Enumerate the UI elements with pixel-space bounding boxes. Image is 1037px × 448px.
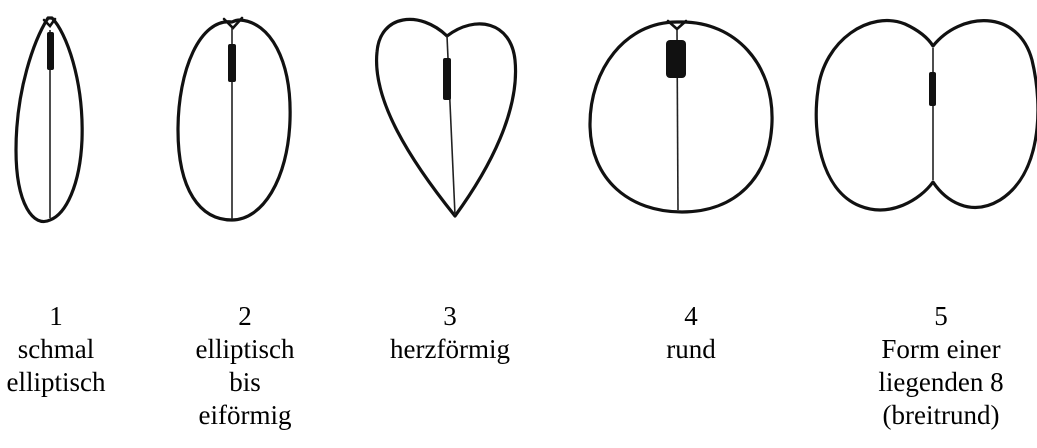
shape-2-elliptic-to-ovate (178, 18, 290, 220)
shape-4-label-line-1: rund (626, 333, 756, 366)
shape-3-number: 3 (365, 300, 535, 333)
shape-4-number: 4 (626, 300, 756, 333)
shape-2-number: 2 (180, 300, 310, 333)
shape-3-cordate (377, 19, 516, 216)
shape-5-label-line-2: liegenden 8 (853, 366, 1029, 399)
shape-1-number: 1 (6, 300, 106, 333)
shape-5-label-line-1: Form einer (853, 333, 1029, 366)
caption-shape-2: 2 elliptisch bis eiförmig (180, 300, 310, 432)
caption-shape-3: 3 herzförmig (365, 300, 535, 366)
caption-shape-4: 4 rund (626, 300, 756, 366)
shape-1-label-line-1: schmal (6, 333, 106, 366)
caption-shape-5: 5 Form einer liegenden 8 (breitrund) (853, 300, 1029, 432)
shape-2-label-line-1: elliptisch (180, 333, 310, 366)
shape-1-label-line-2: elliptisch (6, 366, 106, 399)
shape-5-label-line-3: (breitrund) (853, 399, 1029, 432)
shape-5-lying-eight (816, 21, 1037, 210)
shape-5-number: 5 (853, 300, 1029, 333)
shape-1-narrow-elliptic (16, 18, 82, 222)
shape-2-label-line-2: bis (180, 366, 310, 399)
shape-2-label-line-3: eiförmig (180, 399, 310, 432)
caption-shape-1: 1 schmal elliptisch (6, 300, 106, 399)
shape-4-round (590, 21, 772, 212)
shape-3-label-line-1: herzförmig (365, 333, 535, 366)
